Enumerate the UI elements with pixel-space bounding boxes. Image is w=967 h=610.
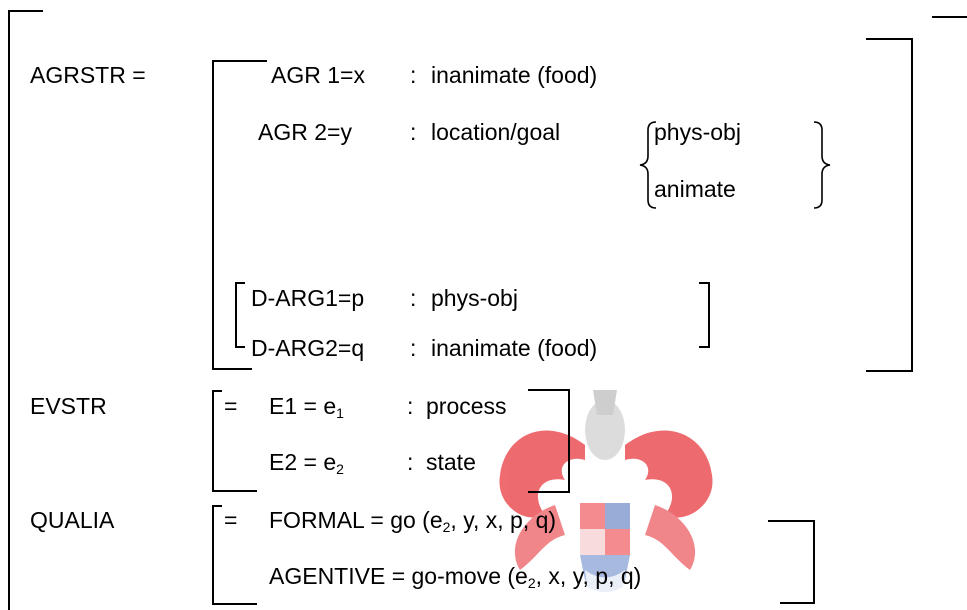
- evstr-bracket-right-bottom: [528, 491, 569, 493]
- qualia-bracket-left-bottom: [212, 603, 257, 605]
- options-brace-left: [639, 121, 657, 209]
- options-brace-right: [813, 121, 831, 209]
- qualia-bracket-left-top: [212, 505, 222, 507]
- darg1-sep: :: [410, 285, 417, 311]
- qualia-bracket-left: [212, 505, 214, 605]
- agrstr-bracket-left: [212, 60, 214, 370]
- darg1-key: D-ARG1=p: [251, 285, 365, 311]
- agr1-sep: :: [410, 62, 417, 88]
- evstr-equals: =: [224, 393, 238, 419]
- outer-bracket-left: [8, 10, 10, 610]
- agrstr-label: AGRSTR =: [30, 62, 146, 88]
- darg-bracket-right: [708, 282, 710, 348]
- qualia-bracket-right: [813, 520, 815, 604]
- agrstr-bracket-right-top: [866, 38, 913, 40]
- qualia-formal: FORMAL = go (e2, y, x, p, q): [269, 507, 557, 535]
- darg1-value: phys-obj: [431, 285, 518, 311]
- qualia-bracket-right-bottom: [780, 602, 814, 604]
- darg-bracket-left-top: [235, 282, 245, 284]
- evstr-bracket-right-top: [528, 389, 569, 391]
- qualia-agentive: AGENTIVE = go-move (e2, x, y, p, q): [269, 563, 642, 591]
- darg-bracket-right-top: [699, 282, 709, 284]
- darg2-key: D-ARG2=q: [251, 335, 365, 361]
- agr2-sep: :: [410, 119, 417, 145]
- evstr-bracket-right: [568, 389, 570, 493]
- qualia-equals: =: [224, 507, 238, 533]
- outer-bracket-right-top: [932, 16, 967, 18]
- agrstr-bracket-left-bottom: [212, 368, 252, 370]
- evstr-bracket-left-bottom: [212, 490, 257, 492]
- darg2-sep: :: [410, 335, 417, 361]
- e1-sep: :: [407, 393, 414, 419]
- qualia-bracket-right-top: [768, 520, 814, 522]
- e1-value: process: [426, 393, 507, 419]
- agr1-key: AGR 1=x: [271, 62, 365, 88]
- darg-bracket-left-bottom: [235, 346, 245, 348]
- darg2-value: inanimate (food): [431, 335, 598, 361]
- agrstr-bracket-left-top: [212, 60, 267, 62]
- agr1-value: inanimate (food): [431, 62, 598, 88]
- option-animate: animate: [654, 176, 736, 202]
- qualia-label: QUALIA: [30, 507, 115, 533]
- evstr-label: EVSTR: [30, 393, 107, 419]
- outer-bracket-left-top: [8, 10, 43, 12]
- option-phys-obj: phys-obj: [654, 119, 741, 145]
- evstr-bracket-left: [212, 390, 214, 492]
- agr2-key: AGR 2=y: [258, 119, 352, 145]
- e1-key: E1 = e1: [269, 393, 344, 421]
- agrstr-bracket-right: [911, 38, 913, 372]
- darg-bracket-left: [235, 282, 237, 348]
- darg-bracket-right-bottom: [699, 346, 709, 348]
- agr2-value: location/goal: [431, 119, 561, 145]
- university-crest-watermark: [499, 390, 713, 592]
- agrstr-bracket-right-bottom: [866, 370, 913, 372]
- e2-key: E2 = e2: [269, 449, 344, 477]
- e2-value: state: [426, 449, 476, 475]
- e2-sep: :: [407, 449, 414, 475]
- evstr-bracket-left-top: [212, 390, 222, 392]
